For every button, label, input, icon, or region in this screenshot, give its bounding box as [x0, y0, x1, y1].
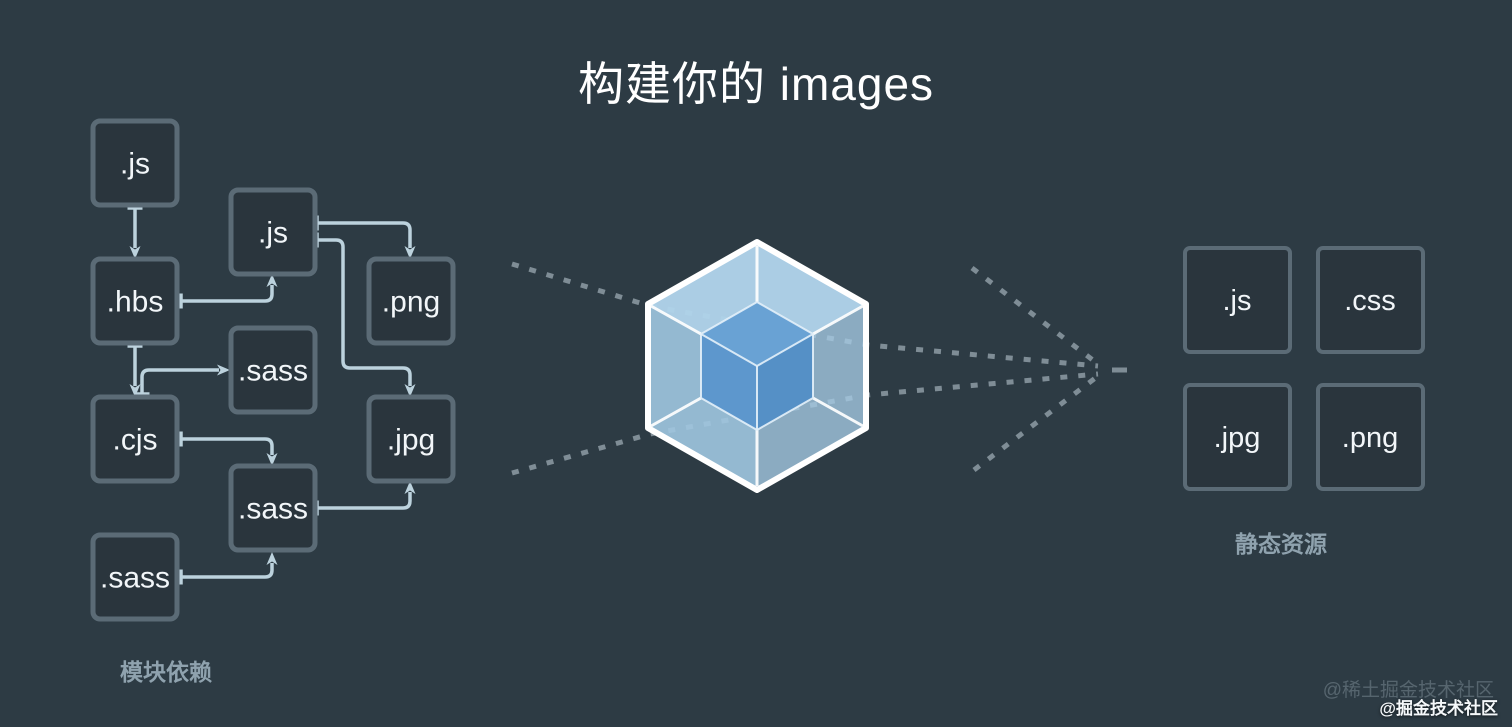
output-panel-caption: 静态资源 — [1235, 531, 1327, 557]
module-node-cjs: .cjs — [90, 394, 180, 484]
module-node-png: .png — [366, 256, 456, 346]
module-node-box — [366, 256, 456, 346]
module-node-label: .hbs — [107, 286, 164, 319]
output-node-jpg: .jpg — [1183, 383, 1292, 491]
module-node-jpg: .jpg — [366, 394, 456, 484]
arrow-sass3-to-sass2 — [181, 563, 272, 577]
cube-spokes — [650, 246, 864, 486]
module-graph-edges — [135, 208, 410, 577]
module-node-box — [228, 463, 318, 553]
module-node-label: .png — [382, 286, 440, 319]
module-node-box — [90, 256, 180, 346]
module-graph: .js .js .hbs .sass .png .cjs — [90, 118, 456, 622]
arrow-js-to-jpg — [317, 240, 410, 386]
module-node-label: .cjs — [113, 424, 158, 457]
arrow-js-to-png — [317, 223, 410, 248]
module-node-label: .js — [258, 217, 288, 250]
module-node-sass-mid: .sass — [228, 463, 318, 553]
watermark-faint: @稀土掘金技术社区 — [1322, 680, 1494, 701]
module-node-label: .sass — [238, 493, 308, 526]
module-node-box — [228, 325, 318, 415]
module-node-label: .js — [120, 148, 150, 181]
module-node-box — [90, 532, 180, 622]
cube-outline — [645, 239, 869, 493]
module-node-hbs: .hbs — [90, 256, 180, 346]
output-node-box — [1316, 246, 1425, 354]
module-node-sass-bottom: .sass — [90, 532, 180, 622]
page-title: 构建你的 images — [577, 58, 935, 110]
output-node-label: .css — [1344, 285, 1396, 317]
output-node-label: .png — [1342, 422, 1398, 454]
output-node-label: .jpg — [1214, 422, 1261, 454]
flow-dash-steep-top — [970, 266, 1100, 366]
module-node-label: .sass — [100, 562, 170, 595]
output-node-box — [1183, 246, 1292, 354]
output-node-js: .js — [1183, 246, 1292, 354]
flow-dash-steep-bottom — [972, 374, 1100, 472]
module-node-label: .jpg — [387, 424, 435, 457]
module-node-box — [90, 118, 180, 208]
output-node-label: .js — [1223, 285, 1252, 317]
arrow-cjs-to-sass — [142, 370, 219, 394]
module-graph-caption: 模块依赖 — [120, 659, 212, 685]
arrow-cjs-to-sass2 — [181, 439, 272, 455]
arrow-hbs-to-js — [181, 285, 272, 301]
module-node-js-top: .js — [90, 118, 180, 208]
output-node-png: .png — [1316, 383, 1425, 491]
webpack-cube-icon — [645, 239, 869, 493]
module-node-label: .sass — [238, 355, 308, 388]
output-panel: .js .css .jpg .png — [1183, 246, 1425, 491]
module-node-box — [366, 394, 456, 484]
watermark-bright: @掘金技术社区 — [1379, 699, 1498, 718]
module-node-box — [228, 187, 318, 277]
output-node-box — [1183, 383, 1292, 491]
output-node-css: .css — [1316, 246, 1425, 354]
arrow-sass2-to-jpg — [317, 492, 410, 508]
output-node-box — [1316, 383, 1425, 491]
module-node-js-mid: .js — [228, 187, 318, 277]
cube-inner — [700, 301, 814, 431]
module-node-box — [90, 394, 180, 484]
module-node-sass-upper: .sass — [228, 325, 318, 415]
